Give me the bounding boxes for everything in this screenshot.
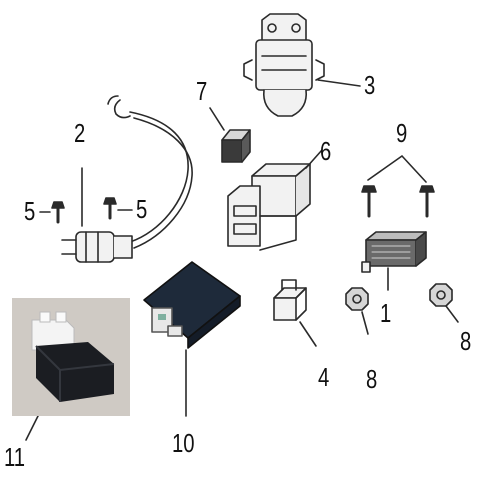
callout-1: 1 <box>380 298 392 328</box>
coil-bolts <box>39 197 133 224</box>
callout-6: 6 <box>320 136 332 166</box>
callout-3: 3 <box>364 70 376 100</box>
starter-relay-part <box>243 13 361 117</box>
ignition-coil-part <box>61 95 193 263</box>
bolts-9 <box>361 155 435 218</box>
nuts-8 <box>345 283 459 335</box>
flasher-relay-image <box>12 298 130 416</box>
flasher-relay-photo <box>12 298 130 416</box>
callout-5-right: 5 <box>136 194 148 224</box>
callout-9: 9 <box>396 118 408 148</box>
callout-4: 4 <box>318 362 330 392</box>
fuse-part <box>209 107 251 163</box>
cdi-unit-part <box>143 261 241 417</box>
callout-10: 10 <box>172 428 195 458</box>
relay-socket-part <box>273 279 317 347</box>
callout-8-right: 8 <box>460 326 472 356</box>
regulator-part <box>361 231 427 291</box>
relay-with-socket-part <box>227 149 323 251</box>
callout-8-center: 8 <box>366 364 378 394</box>
callout-5-left: 5 <box>24 196 36 226</box>
callout-11: 11 <box>4 442 26 472</box>
callout-7: 7 <box>196 76 208 106</box>
callout-2: 2 <box>74 118 86 148</box>
